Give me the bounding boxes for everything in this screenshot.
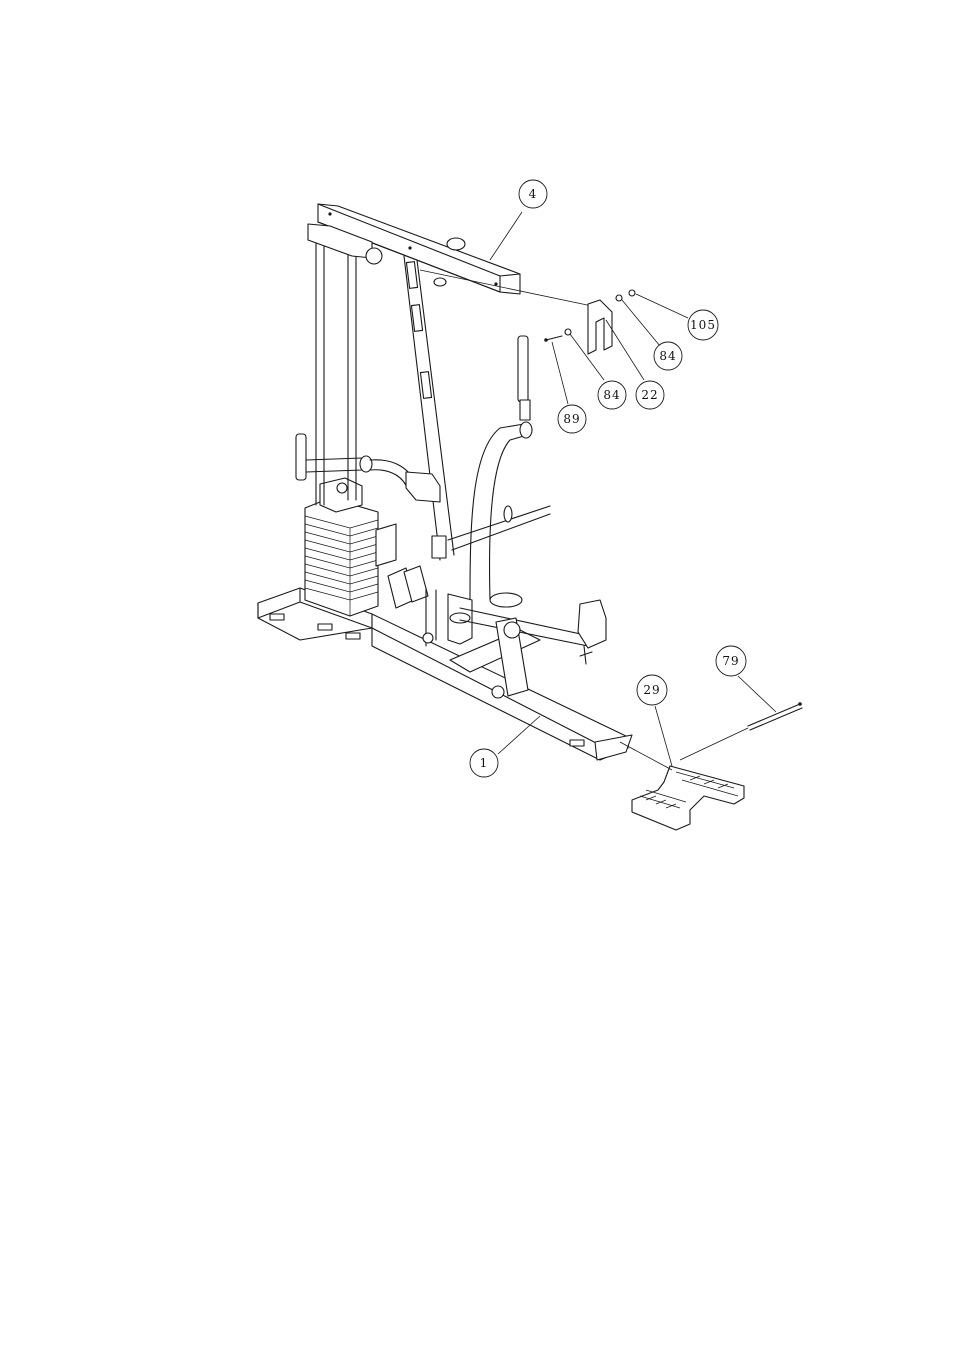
- callout-label-22: 22: [641, 388, 658, 402]
- callout-105: 105: [636, 294, 718, 340]
- callout-label-4: 4: [529, 187, 538, 201]
- callout-label-1: 1: [480, 756, 489, 770]
- callout-label-79: 79: [722, 654, 739, 668]
- callout-label-105: 105: [690, 318, 716, 332]
- callout-4: 4: [490, 180, 547, 260]
- callout-label-89: 89: [563, 412, 580, 426]
- callout-84-lower: 84: [570, 334, 626, 409]
- callout-79: 79: [716, 646, 776, 712]
- callout-label-29: 29: [643, 683, 660, 697]
- callout-label-84-upper: 84: [659, 349, 676, 363]
- callout-89: 89: [552, 342, 586, 433]
- gym-frame-drawing: [258, 204, 632, 760]
- pin-rod: [680, 702, 802, 760]
- callout-29: 29: [637, 675, 672, 766]
- rear-upright: [404, 252, 454, 560]
- guide-rods: [316, 236, 356, 505]
- foot-plate: [620, 742, 744, 830]
- front-curved-column: [470, 336, 532, 600]
- rear-plate-box: [376, 524, 396, 566]
- callout-1: 1: [470, 716, 540, 777]
- callout-label-84-lower: 84: [603, 388, 620, 402]
- left-handle-arm: [296, 434, 440, 502]
